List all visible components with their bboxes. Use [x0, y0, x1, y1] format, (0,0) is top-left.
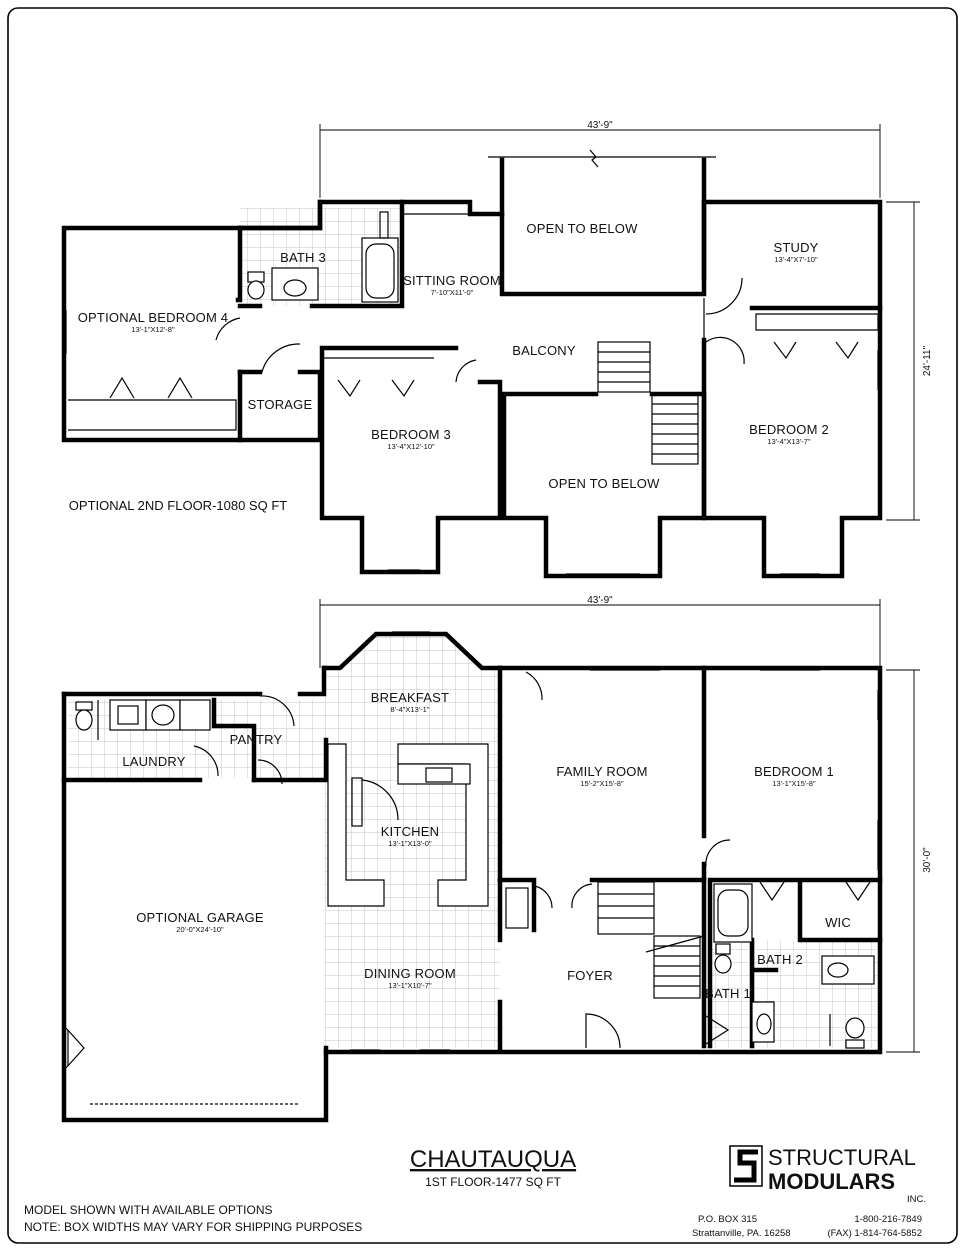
bedroom2-dims: 13'-4"X13'-7"	[767, 437, 811, 446]
sheet-border	[7, 7, 958, 1244]
kitchen-dims: 13'-1"X13'-0"	[388, 839, 432, 848]
sitting-room-dims: 7'-10"X11'-0"	[431, 288, 474, 297]
kitchen-dining-tile-floor	[324, 636, 500, 1048]
bath3-label: BATH 3	[280, 250, 326, 265]
optional-garage-dims: 20'-0"X24'-10"	[176, 925, 224, 934]
first-floor-depth-label: 30'-0"	[922, 847, 933, 873]
address-line1: P.O. BOX 315	[698, 1214, 757, 1225]
bedroom3-dims: 13'-4"X12'-10"	[387, 442, 435, 451]
first-floor-stairs	[597, 881, 705, 999]
open-to-below-top-label: OPEN TO BELOW	[526, 221, 638, 236]
second-floor-depth-label: 24'-11"	[922, 345, 933, 376]
bedroom2-label: BEDROOM 2	[749, 422, 829, 437]
balcony-label: BALCONY	[512, 343, 576, 358]
study-label: STUDY	[773, 240, 818, 255]
family-room-dims: 15'-2"X15'-8"	[580, 779, 624, 788]
model-name: CHAUTAUQUA	[410, 1146, 576, 1173]
optional-bedroom4-label: OPTIONAL BEDROOM 4	[78, 310, 228, 325]
company-name-line2: MODULARS	[768, 1169, 895, 1194]
address-line2: Strattanville, PA. 16258	[692, 1228, 791, 1239]
dining-room-dims: 13'-1"X10'-7"	[388, 981, 432, 990]
study-dims: 13'-4"X7'-10"	[774, 255, 818, 264]
first-floor-area: 1ST FLOOR-1477 SQ FT	[425, 1175, 561, 1189]
breakfast-label: BREAKFAST	[371, 690, 449, 705]
first-floor-width-label: 43'-9"	[587, 595, 613, 606]
note-box-widths: NOTE: BOX WIDTHS MAY VARY FOR SHIPPING P…	[24, 1220, 362, 1234]
optional-garage-label: OPTIONAL GARAGE	[136, 910, 264, 925]
second-floor-caption: OPTIONAL 2ND FLOOR-1080 SQ FT	[69, 498, 287, 513]
phone-number: 1-800-216-7849	[854, 1214, 922, 1225]
second-floor-width-dimension: 43'-9"	[319, 120, 881, 198]
family-room-label: FAMILY ROOM	[556, 764, 647, 779]
laundry-label: LAUNDRY	[122, 754, 185, 769]
storage-label: STORAGE	[248, 397, 313, 412]
bath2-label: BATH 2	[757, 952, 803, 967]
company-suffix: INC.	[907, 1194, 926, 1205]
bedroom1-dims: 13'-1"X15'-8"	[772, 779, 816, 788]
bedroom1-label: BEDROOM 1	[754, 764, 834, 779]
company-name-line1: STRUCTURAL	[768, 1145, 916, 1170]
first-floor-plan: 43'-9" 30'-0"	[61, 595, 933, 1123]
wic-label: WIC	[825, 915, 851, 930]
first-floor-depth-dimension: 30'-0"	[886, 669, 933, 1053]
bedroom3-label: BEDROOM 3	[371, 427, 451, 442]
breakfast-dims: 8'-4"X13'-1"	[390, 705, 429, 714]
title-block: CHAUTAUQUA 1ST FLOOR-1477 SQ FT MODEL SH…	[24, 1145, 926, 1239]
bath1-label: BATH 1	[705, 986, 751, 1001]
foyer-label: FOYER	[567, 968, 613, 983]
second-floor-plan: 43'-9" 24'-11"	[61, 120, 933, 579]
pantry-label: PANTRY	[230, 732, 283, 747]
optional-bedroom4-dims: 13'-1"X12'-8"	[131, 325, 175, 334]
second-floor-depth-dimension: 24'-11"	[886, 201, 933, 521]
fax-number: (FAX) 1-814-764-5852	[827, 1228, 922, 1239]
open-to-below-bottom-label: OPEN TO BELOW	[548, 476, 660, 491]
kitchen-counters	[327, 743, 489, 907]
sitting-room-label: SITTING ROOM	[403, 273, 501, 288]
note-options: MODEL SHOWN WITH AVAILABLE OPTIONS	[24, 1203, 272, 1217]
second-floor-width-label: 43'-9"	[587, 120, 613, 131]
kitchen-label: KITCHEN	[381, 824, 439, 839]
dining-room-label: DINING ROOM	[364, 966, 456, 981]
second-floor-stairs	[597, 341, 699, 465]
company-logo-icon	[729, 1145, 763, 1187]
first-floor-width-dimension: 43'-9"	[319, 595, 881, 668]
